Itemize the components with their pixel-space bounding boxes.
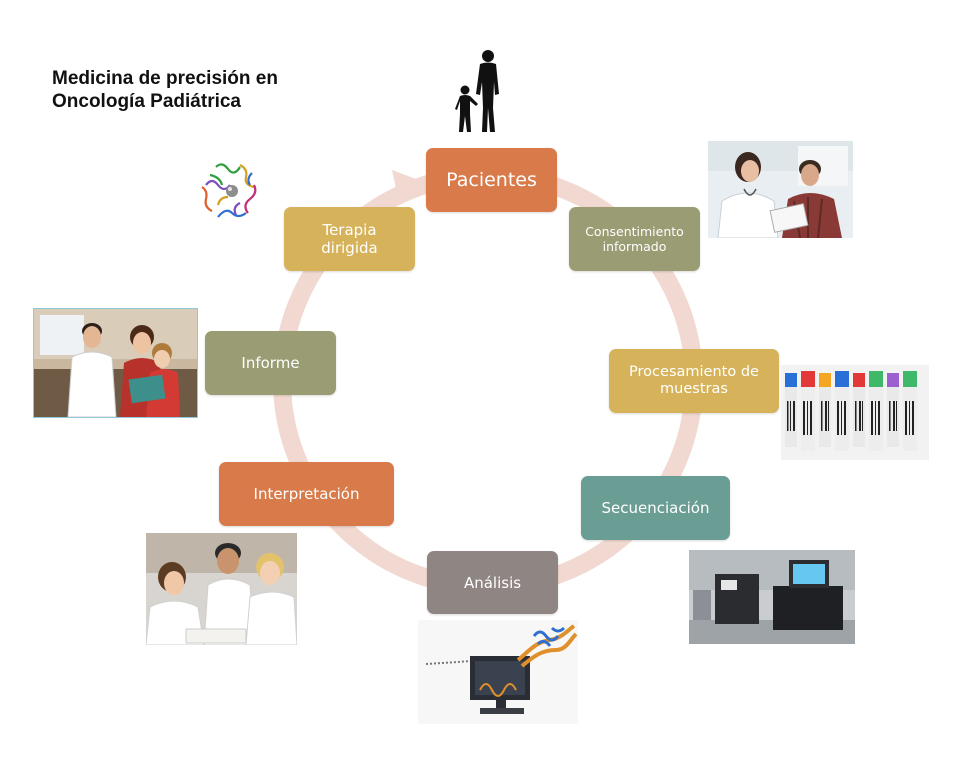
sample-tubes-photo <box>781 365 929 460</box>
molecule-icon <box>196 155 270 227</box>
node-terapia-label: Terapia dirigida <box>321 221 377 257</box>
doctors-reviewing-photo <box>146 533 297 645</box>
node-analisis-label: Análisis <box>464 574 521 592</box>
node-informe-label: Informe <box>241 354 299 372</box>
node-consentimiento-label: Consentimiento informado <box>585 224 684 254</box>
node-procesamiento: Procesamiento de muestras <box>609 349 779 413</box>
doctor-consultation-photo <box>708 141 853 238</box>
sequencer-machine-photo <box>689 550 855 644</box>
node-interpretacion-label: Interpretación <box>254 485 360 503</box>
parent-child-silhouette-icon <box>452 48 508 136</box>
dna-computer-photo <box>418 620 578 724</box>
node-informe: Informe <box>205 331 336 395</box>
node-pacientes-label: Pacientes <box>446 169 537 192</box>
node-analisis: Análisis <box>427 551 558 614</box>
node-secuenciacion-label: Secuenciación <box>602 499 710 517</box>
node-interpretacion: Interpretación <box>219 462 394 526</box>
node-pacientes: Pacientes <box>426 148 557 212</box>
node-secuenciacion: Secuenciación <box>581 476 730 540</box>
node-procesamiento-label: Procesamiento de muestras <box>629 364 759 399</box>
node-consentimiento: Consentimiento informado <box>569 207 700 271</box>
doctor-family-photo <box>33 308 198 418</box>
node-terapia: Terapia dirigida <box>284 207 415 271</box>
